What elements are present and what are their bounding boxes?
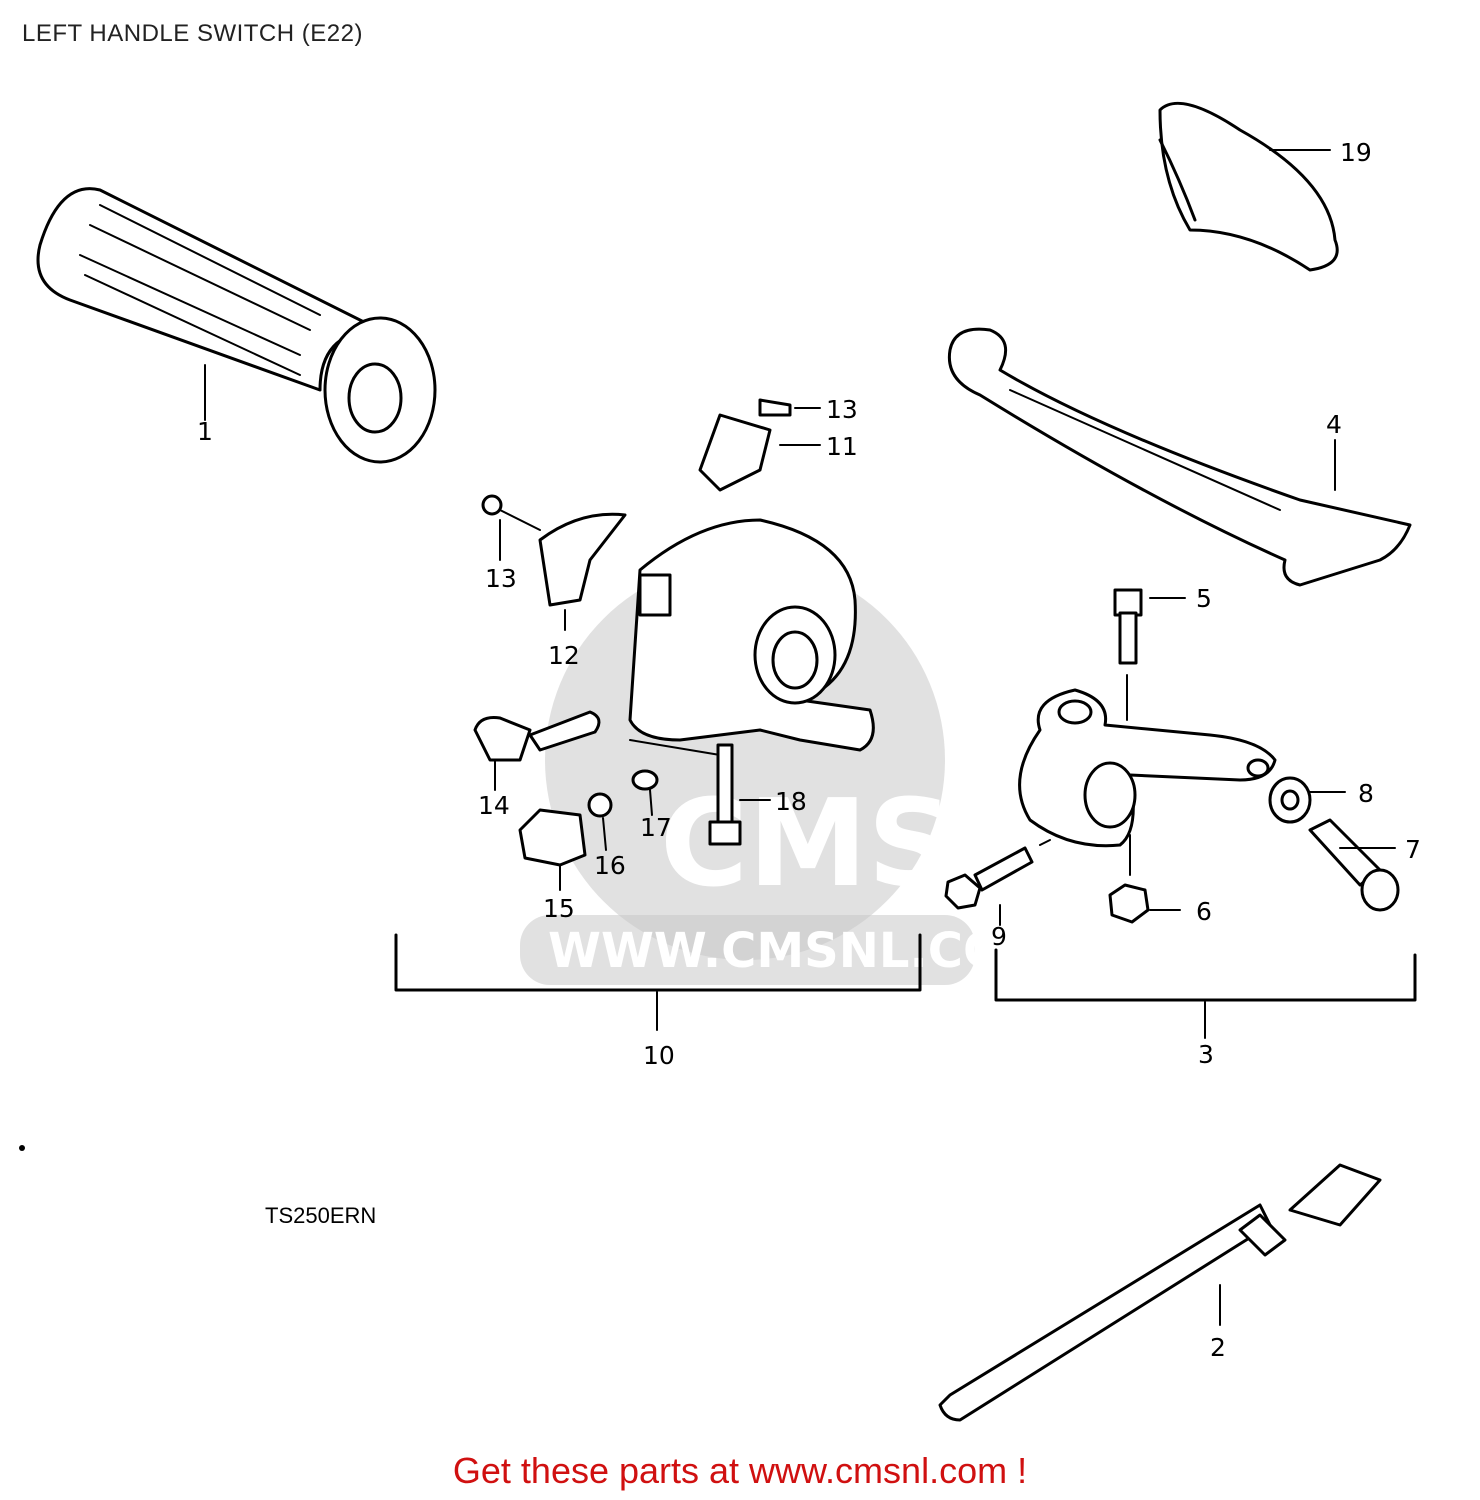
bracket-assembly-3 bbox=[994, 948, 1417, 1039]
callout-16: 16 bbox=[594, 851, 626, 880]
callout-5: 5 bbox=[1196, 584, 1212, 613]
part-5-bolt bbox=[1113, 588, 1186, 721]
callout-4: 4 bbox=[1326, 410, 1342, 439]
part-19-boot bbox=[1158, 101, 1339, 272]
watermark-brand: CMS bbox=[660, 775, 954, 914]
part-13-screw-top bbox=[758, 398, 821, 417]
part-15-connector bbox=[518, 808, 587, 891]
part-13-screw-left bbox=[481, 494, 541, 561]
callout-18: 18 bbox=[775, 787, 807, 816]
stray-dot bbox=[19, 1145, 25, 1151]
bracket-assembly-10 bbox=[394, 933, 922, 1031]
callout-3: 3 bbox=[1198, 1040, 1214, 1069]
callout-15: 15 bbox=[543, 894, 575, 923]
model-code: TS250ERN bbox=[265, 1203, 377, 1228]
callout-17: 17 bbox=[640, 813, 672, 842]
part-6-nut bbox=[1108, 834, 1181, 924]
part-3-lever-holder bbox=[1018, 688, 1277, 848]
part-16-washer bbox=[587, 792, 613, 851]
callout-12: 12 bbox=[548, 641, 580, 670]
callout-9: 9 bbox=[991, 922, 1007, 951]
part-8-washer bbox=[1268, 776, 1346, 824]
callout-1: 1 bbox=[197, 417, 213, 446]
part-7-bolt bbox=[1308, 818, 1400, 912]
part-11-switch-knob bbox=[698, 413, 821, 492]
watermark-url: WWW.CMSNL.COM bbox=[548, 923, 1052, 979]
callout-14: 14 bbox=[478, 791, 510, 820]
callout-13-top: 13 bbox=[826, 395, 858, 424]
footer-link[interactable]: Get these parts at www.cmsnl.com ! bbox=[452, 1450, 1028, 1491]
callout-7: 7 bbox=[1405, 835, 1421, 864]
part-1-grip bbox=[36, 187, 437, 464]
part-12-switch-knob bbox=[538, 512, 627, 631]
part-18-screw bbox=[708, 743, 771, 846]
callout-labels: 1 2 3 4 5 6 7 8 9 10 11 12 13 13 14 15 1… bbox=[197, 138, 1421, 1362]
part-4-lever bbox=[947, 327, 1412, 587]
part-10-switch-housing bbox=[628, 518, 875, 756]
part-17-spring bbox=[631, 769, 659, 816]
callout-11: 11 bbox=[826, 432, 858, 461]
callout-6: 6 bbox=[1196, 897, 1212, 926]
callout-19: 19 bbox=[1340, 138, 1372, 167]
part-9-bolt bbox=[944, 839, 1051, 926]
callout-8: 8 bbox=[1358, 779, 1374, 808]
part-14-terminal bbox=[473, 710, 601, 791]
callout-2: 2 bbox=[1210, 1333, 1226, 1362]
callout-13-left: 13 bbox=[485, 564, 517, 593]
part-2-cable-tie bbox=[938, 1163, 1382, 1422]
diagram-title: LEFT HANDLE SWITCH (E22) bbox=[22, 20, 363, 47]
callout-10: 10 bbox=[643, 1041, 675, 1070]
